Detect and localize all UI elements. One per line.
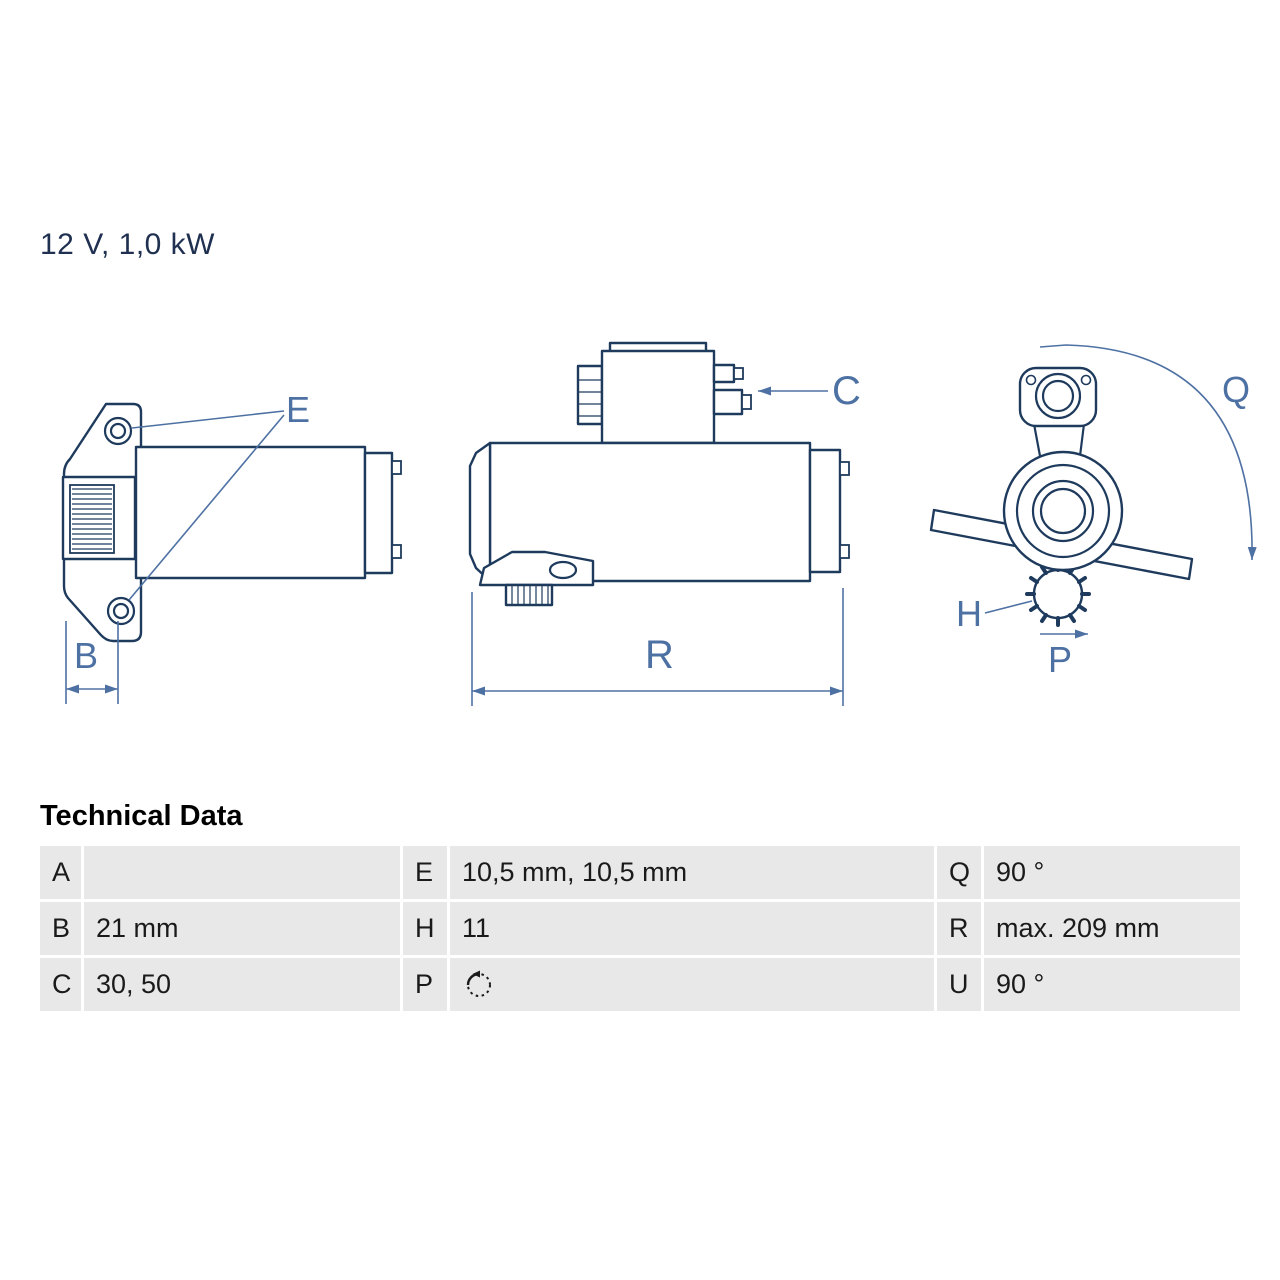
starter-motor-technical-drawing: E B C R [61,341,1257,706]
spec-q-key: Q [937,846,981,899]
spec-p-value [450,958,934,1011]
terminal-stud [839,461,850,476]
spec-u-key: U [937,958,981,1011]
spec-b-value: 21 mm [84,902,400,955]
flange-neck-right [1078,423,1086,457]
terminal-stud [391,460,402,475]
dim-label-r: R [645,633,674,677]
spec-h-value: 11 [450,902,934,955]
motor-body [134,445,367,580]
front-view: E B [61,389,402,704]
dim-label-p: P [1048,639,1072,680]
terminal-stud [391,544,402,559]
spec-e-key: E [403,846,447,899]
mounting-hole-top-inner [109,422,127,440]
dim-label-e: E [286,389,310,430]
bearing-housing-ring [1015,463,1111,559]
spec-p-key: P [403,958,447,1011]
dim-label-b: B [74,635,98,676]
solenoid-terminal-upper [712,363,736,384]
mounting-foot [478,550,595,587]
spec-a-value [84,846,400,899]
rotation-ccw-icon [466,970,491,997]
spec-e-value: 10,5 mm, 10,5 mm [450,846,934,899]
spec-b-key: B [40,902,81,955]
table-title: Technical Data [40,800,243,832]
top-flange [1018,366,1098,428]
flange-neck-left [1032,423,1042,457]
terminal-stud [839,544,850,559]
spec-u-value: 90 ° [984,958,1240,1011]
spec-c-key: C [40,958,81,1011]
spec-r-key: R [937,902,981,955]
dim-label-q: Q [1222,369,1250,410]
hatch-lines [72,488,112,550]
leader-line-e1 [131,410,285,429]
flange-bore-outer [1034,372,1082,420]
terminal-bolt [741,394,752,410]
shaft-bore-inner [1039,487,1087,535]
spec-c-value: 30, 50 [84,958,400,1011]
side-view: C R [468,341,861,706]
shaft-bore-outer [1031,479,1095,543]
bearing-housing-outer [1002,450,1124,572]
mounting-hole-bottom-inner [112,602,130,620]
drive-end-nose [468,441,492,583]
spec-r-value: max. 209 mm [984,902,1240,955]
foot-hole [548,560,578,580]
leader-line-h [984,600,1033,614]
angle-arc-q [1039,344,1257,561]
leader-line-e2 [128,414,285,601]
end-cap [363,451,394,575]
spec-h-key: H [403,902,447,955]
technical-data-table: A E 10,5 mm, 10,5 mm Q 90 ° B 21 mm H 11… [40,846,1240,1011]
flange-bolt-hole [1080,374,1092,386]
pinion-gear [1032,568,1084,620]
mounting-hole-bottom [106,596,136,626]
solenoid [600,349,716,445]
dim-label-c: C [832,369,861,413]
dim-label-h: H [956,593,982,634]
solenoid-rib-mount [576,364,604,426]
voltage-power-spec: 12 V, 1,0 kW [40,228,215,261]
end-cap-side [808,448,842,574]
flange-bore-inner [1041,379,1075,413]
terminal-bolt [733,367,744,380]
spec-a-key: A [40,846,81,899]
mounting-hole-top [103,416,133,446]
solenoid-rib-lines [579,379,601,417]
end-view: Q H P [929,344,1257,680]
pinion-shaft-teeth [511,586,549,604]
solenoid-terminal-lower [712,388,744,416]
pinion-shaft [504,583,554,607]
flange-bolt-hole [1025,374,1037,386]
spec-q-value: 90 ° [984,846,1240,899]
